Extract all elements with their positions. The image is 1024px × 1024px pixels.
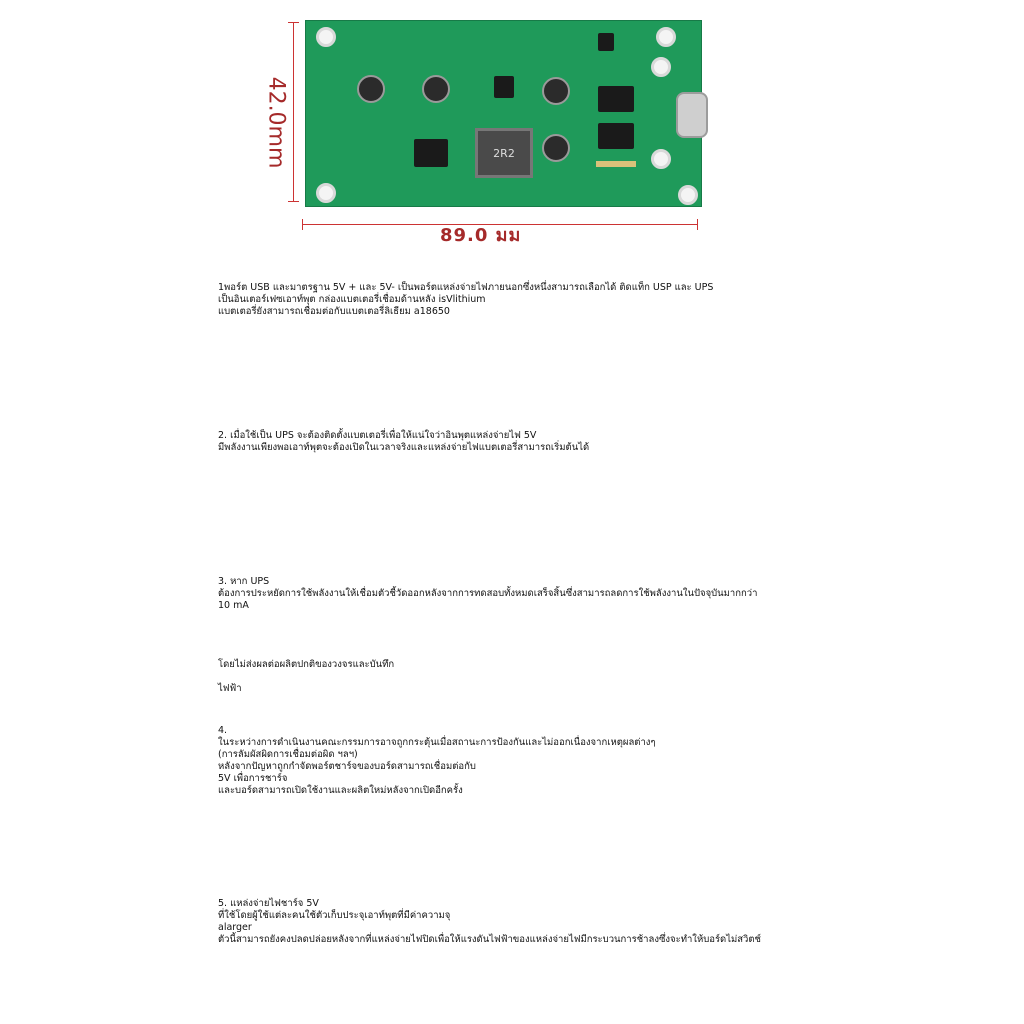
capacitor — [422, 75, 450, 103]
text-line: 5. แหล่งจ่ายไฟชาร์จ 5V — [218, 898, 319, 909]
text-line: ไฟฟ้า — [218, 683, 242, 694]
text-line: ตัวนี้สามารถยังคงปลดปล่อยหลังจากที่แหล่ง… — [218, 934, 762, 945]
text-line: 3. หาก UPS — [218, 576, 270, 587]
section-3: 3. หาก UPS ต้องการประหยัดการใช้พลังงานให… — [218, 576, 757, 612]
mosfet-chip — [598, 86, 634, 112]
usb-c-port — [676, 92, 708, 138]
section-2: 2. เมื่อใช้เป็น UPS จะต้องติดตั้งแบตเตอร… — [218, 430, 589, 454]
mounting-hole — [656, 27, 676, 47]
width-dimension-line — [302, 219, 698, 230]
capacitor — [542, 134, 570, 162]
section-1: 1พอร์ต USB และมาตรฐาน 5V + และ 5V- เป็นพ… — [218, 282, 713, 318]
pcb-board-image — [305, 20, 702, 207]
text-line: โดยไม่ส่งผลต่อผลิตปกติของวงจรและบันทึก — [218, 659, 395, 670]
text-line: 2. เมื่อใช้เป็น UPS จะต้องติดตั้งแบตเตอร… — [218, 430, 537, 441]
text-line: ในระหว่างการดำเนินงานคณะกรรมการอาจถูกกระ… — [218, 737, 656, 748]
height-dimension-line — [288, 22, 299, 202]
text-line: มีพลังงานเพียงพอเอาท์พุตจะต้องเปิดในเวลา… — [218, 442, 590, 453]
text-line: 4. — [218, 725, 228, 736]
text-line: แบตเตอรี่ยังสามารถเชื่อมต่อกับแบตเตอรี่ล… — [218, 306, 450, 317]
capacitor — [357, 75, 385, 103]
mounting-hole — [316, 183, 336, 203]
text-line: เป็นอินเตอร์เฟซเอาท์พุต กล่องแบตเตอรี่เช… — [218, 294, 486, 305]
section-3-continued: โดยไม่ส่งผลต่อผลิตปกติของวงจรและบันทึก ไ… — [218, 659, 394, 695]
mounting-hole — [651, 149, 671, 169]
text-line: 10 mA — [218, 600, 249, 611]
text-line: 1พอร์ต USB และมาตรฐาน 5V + และ 5V- เป็นพ… — [218, 282, 714, 293]
text-line: ที่ใช้โดยผู้ใช้แต่ละคนใช้ตัวเก็บประจุเอา… — [218, 910, 451, 921]
text-line: alarger — [218, 922, 252, 933]
capacitor — [542, 77, 570, 105]
text-line — [218, 671, 394, 683]
mounting-hole — [316, 27, 336, 47]
mounting-hole — [678, 185, 698, 205]
section-4: 4. ในระหว่างการดำเนินงานคณะกรรมการอาจถูก… — [218, 725, 656, 797]
mosfet-chip — [414, 139, 448, 167]
section-5: 5. แหล่งจ่ายไฟชาร์จ 5V ที่ใช้โดยผู้ใช้แต… — [218, 898, 761, 946]
text-line: ต้องการประหยัดการใช้พลังงานให้เชื่อมตัวช… — [218, 588, 758, 599]
text-line: หลังจากปัญหาถูกกำจัดพอร์ตชาร์จของบอร์ดสา… — [218, 761, 476, 772]
pin-header — [596, 161, 636, 167]
width-dimension-label: 89.0 มม — [440, 225, 522, 246]
height-dimension-label: 42.0mm — [263, 76, 289, 169]
mounting-hole — [651, 57, 671, 77]
mosfet-chip — [598, 123, 634, 149]
text-line: (การลัมผัสผิดการเชื่อมต่อผิด ฯลฯ) — [218, 749, 358, 760]
text-line: 5V เพื่อการชาร์จ — [218, 773, 288, 784]
text-line: และบอร์ดสามารถเปิดใช้งานและผลิตใหม่หลังจ… — [218, 785, 463, 796]
ic-chip — [598, 33, 614, 51]
inductor: 2R2 — [475, 128, 533, 178]
ic-chip — [494, 76, 514, 98]
